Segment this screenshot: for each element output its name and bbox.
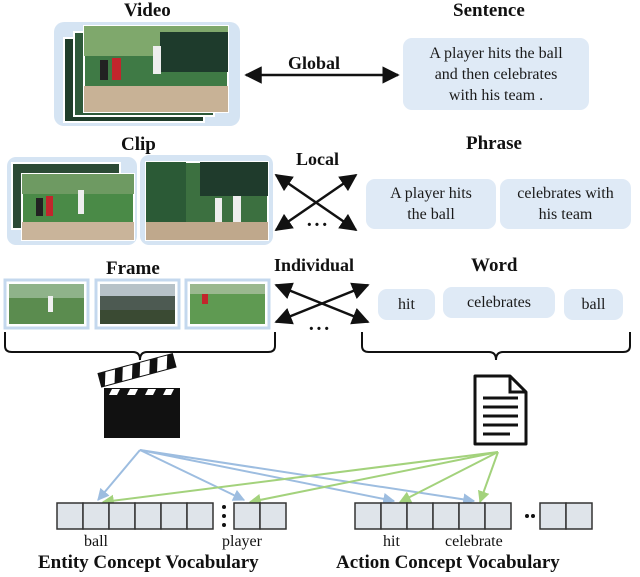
local-ellipsis: ···: [306, 214, 330, 236]
individual-ellipsis: ···: [308, 318, 332, 340]
frame-header: Frame: [106, 258, 160, 279]
sentence-header: Sentence: [453, 0, 525, 21]
entity-vocabulary-ellipsis: [222, 505, 226, 527]
video-thumbnail-stack: [54, 22, 240, 126]
word-box-ball: ball: [564, 289, 623, 320]
action-vocabulary-title: Action Concept Vocabulary: [336, 552, 560, 573]
action-label-hit: hit: [383, 533, 400, 550]
action-label-celebrate: celebrate: [445, 533, 503, 550]
frame-thumbnails: [3, 278, 271, 330]
action-vocabulary-ellipsis: [525, 514, 535, 518]
entity-label-ball: ball: [84, 533, 108, 550]
global-label: Global: [288, 53, 341, 73]
individual-label: Individual: [274, 255, 355, 275]
document-icon: [473, 374, 528, 446]
phrase-box-2: celebrates with his team: [500, 179, 631, 229]
word-box-celebrates: celebrates: [443, 287, 555, 318]
action-mapping-arrows: [101, 451, 499, 507]
clip-thumbnail-stack-2: [140, 155, 273, 245]
local-label: Local: [296, 149, 339, 169]
action-vocabulary-cells: [354, 502, 593, 530]
local-cross-arrows: [274, 173, 358, 232]
clip-header: Clip: [121, 134, 156, 155]
video-header: Video: [124, 0, 171, 21]
text-brace: [361, 332, 631, 361]
entity-vocabulary-cells: [56, 502, 287, 530]
video-brace: [4, 332, 276, 361]
sentence-box: A player hits the ball and then celebrat…: [403, 38, 589, 110]
clip-thumbnail-stack-1: [7, 157, 137, 245]
clapperboard-icon: [97, 352, 180, 438]
word-header: Word: [471, 255, 518, 276]
entity-label-player: player: [222, 533, 262, 550]
entity-vocabulary-title: Entity Concept Vocabulary: [38, 552, 259, 573]
phrase-header: Phrase: [466, 133, 522, 154]
word-box-hit: hit: [378, 289, 435, 320]
individual-cross-arrows: [274, 282, 370, 325]
phrase-box-1: A player hits the ball: [366, 179, 496, 229]
